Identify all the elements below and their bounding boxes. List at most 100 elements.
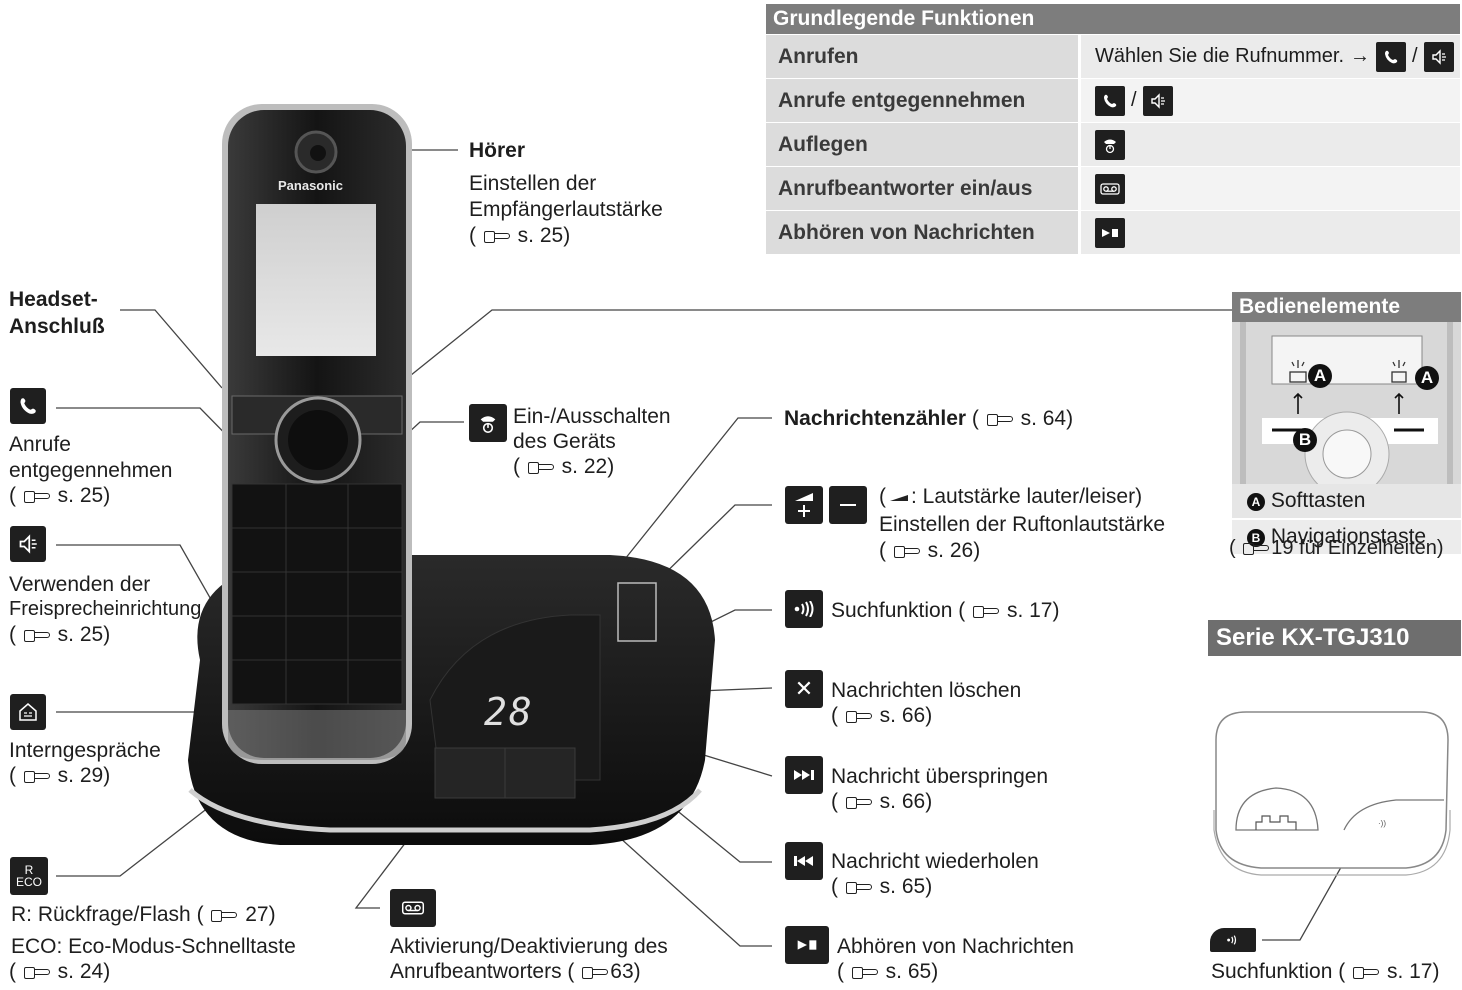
answer-ref: ( s. 25) [9, 484, 111, 507]
volume-wedge-icon [890, 493, 908, 501]
serie-locator-desc: Suchfunktion ( s. 17) [1211, 959, 1439, 984]
dial-instruction: Wählen Sie die Rufnummer. [1095, 45, 1345, 67]
page-ref: s. 26) [927, 539, 981, 562]
reference-hand-icon [23, 964, 50, 979]
phone-icon [1095, 85, 1125, 116]
row-value [1081, 123, 1460, 166]
serie-base-illustration: ·)) [1213, 711, 1451, 876]
row-label: Abhören von Nachrichten [766, 211, 1078, 254]
headset-title-1: Headset- [9, 288, 98, 311]
reference-hand-icon [527, 459, 554, 474]
repeat-desc: Nachricht wiederholen [831, 850, 1039, 873]
table-row: Abhören von Nachrichten [766, 211, 1460, 254]
power-desc-1: Ein-/Ausschalten [513, 405, 671, 428]
volume-ref: ( s. 26) [879, 539, 981, 562]
page-ref: s. 25) [517, 224, 571, 247]
receiver-desc-2: Empfängerlautstärke [469, 198, 663, 221]
page-ref: s. 29) [57, 764, 111, 787]
row-value [1081, 167, 1460, 210]
receiver-title: Hörer [469, 139, 526, 162]
controls-panel: Bedienelemente A A B A Softtasten B Navi… [1232, 292, 1461, 570]
delete-desc: Nachrichten löschen [831, 679, 1022, 702]
reference-hand-icon [1353, 964, 1380, 979]
page-ref: s. 22) [561, 455, 615, 478]
locator-desc: Suchfunktion ( s. 17) [831, 598, 1059, 623]
page-ref: s. 25) [57, 484, 111, 507]
volume-up-icon [785, 486, 823, 524]
power-ref: ( s. 22) [513, 455, 615, 478]
answering-desc-1: Aktivierung/Deaktivierung des [390, 935, 668, 958]
reference-hand-icon [845, 879, 872, 894]
page-ref: s. 65) [885, 960, 939, 983]
answering-desc-2: Anrufbeantworters ( 63) [390, 959, 641, 984]
repeat-ref: ( s. 65) [831, 875, 933, 898]
marker-a-label: A [1420, 368, 1434, 387]
marker-b-small: B [1247, 529, 1265, 547]
page-ref: s. 17) [1386, 960, 1440, 983]
volume-desc-1: (: Lautstärke lauter/leiser) [879, 484, 1142, 509]
page-ref: s. 64) [1020, 407, 1074, 430]
counter-label: Nachrichtenzähler ( s. 64) [784, 407, 1074, 430]
skip-ref: ( s. 66) [831, 790, 933, 813]
speaker-icon [10, 526, 46, 562]
power-off-icon [1095, 129, 1125, 160]
reference-hand-icon [986, 411, 1013, 426]
slash-separator: / [1412, 45, 1418, 67]
counter-title: Nachrichtenzähler [784, 407, 967, 430]
arrow-icon: → [1350, 45, 1371, 67]
reference-hand-icon [845, 794, 872, 809]
page-ref: s. 25) [57, 623, 111, 646]
eco-ref: ( s. 24) [9, 960, 111, 983]
locator-button-icon [1210, 928, 1256, 952]
play-ref: ( s. 65) [837, 960, 939, 983]
r-eco-icon: R ECO [10, 857, 48, 895]
phone-icon [10, 388, 46, 424]
controls-header: Bedienelemente [1232, 292, 1461, 322]
speaker-ref: ( s. 25) [9, 623, 111, 646]
answering-desc-2-text: Anrufbeantworters ( [390, 960, 575, 983]
reference-hand-icon [851, 964, 878, 979]
repeat-icon [785, 842, 823, 880]
locator-desc-text: Suchfunktion ( [831, 599, 966, 622]
reference-hand-icon [582, 964, 609, 979]
row-label: Anrufe entgegennehmen [766, 79, 1078, 122]
reference-hand-icon [23, 627, 50, 642]
eco-desc: ECO: Eco-Modus-Schnelltaste [11, 935, 296, 958]
reference-hand-icon [211, 907, 238, 922]
details-text: 19 für Einzelheiten) [1271, 537, 1444, 559]
phone-illustration [188, 104, 715, 845]
delete-icon: ✕ [785, 670, 823, 708]
page-ref: 63) [610, 960, 641, 983]
page-ref: s. 66) [879, 704, 933, 727]
receiver-ref: ( s. 25) [469, 224, 571, 247]
headset-title-2: Anschluß [9, 315, 105, 338]
skip-desc: Nachricht überspringen [831, 765, 1049, 788]
controls-details: ( 19 für Einzelheiten) [1229, 537, 1444, 559]
marker-b-label: B [1298, 430, 1312, 449]
play-pause-icon [1095, 217, 1125, 248]
phone-icon [1376, 41, 1407, 72]
marker-a-small: A [1247, 493, 1265, 511]
skip-icon [785, 756, 823, 794]
marker-a-right: A [1415, 366, 1439, 390]
serie-title: Serie KX-TGJ310 [1208, 620, 1461, 656]
row-value: Wählen Sie die Rufnummer. → / [1081, 35, 1460, 78]
reference-hand-icon [23, 488, 50, 503]
intercom-ref: ( s. 29) [9, 764, 111, 787]
speaker-desc-2: Freisprecheinrichtung [9, 598, 202, 620]
reference-hand-icon [1243, 540, 1270, 555]
page-ref: s. 66) [879, 790, 933, 813]
eco-label: ECO [15, 875, 42, 889]
reference-hand-icon [23, 768, 50, 783]
basic-functions-table: Grundlegende Funktionen Anrufen Wählen S… [766, 4, 1460, 254]
delete-ref: ( s. 66) [831, 704, 933, 727]
r-desc: R: Rückfrage/Flash ( 27) [11, 902, 276, 927]
row-label: Anrufen [766, 35, 1078, 78]
volume-down-icon [829, 486, 867, 524]
page-ref: s. 24) [57, 960, 111, 983]
serie-locator-text: Suchfunktion ( [1211, 960, 1346, 983]
speaker-icon [1423, 41, 1454, 72]
play-pause-icon [785, 926, 829, 964]
intercom-desc: Interngespräche [9, 739, 161, 762]
speaker-desc-1: Verwenden der [9, 573, 151, 596]
